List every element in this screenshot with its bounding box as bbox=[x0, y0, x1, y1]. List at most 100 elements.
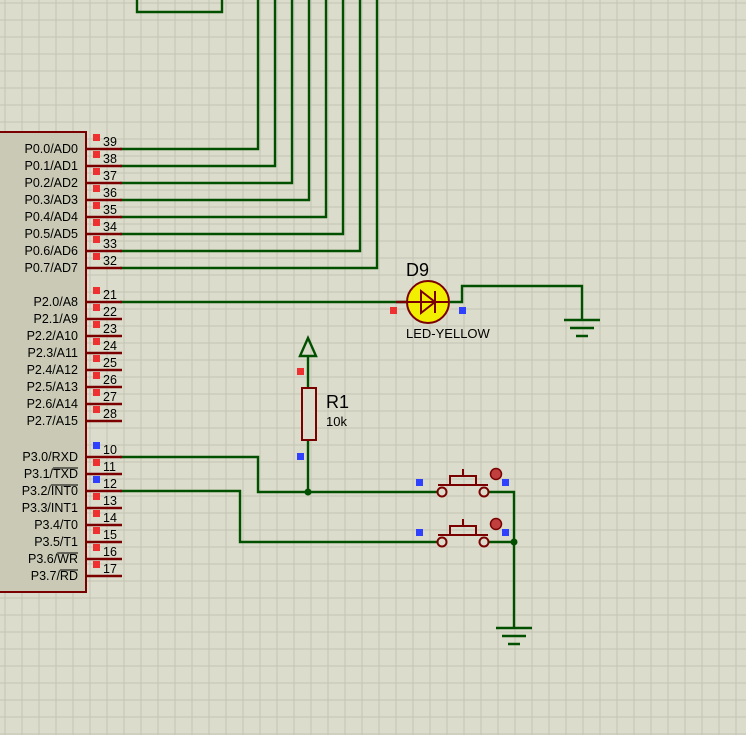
mcu-pin-label: P2.5/A13 bbox=[27, 380, 78, 394]
led-pin-marker-left bbox=[390, 307, 397, 314]
mcu-pin-marker bbox=[93, 493, 100, 500]
mcu-pin-marker bbox=[93, 168, 100, 175]
ground-symbol-led[interactable] bbox=[564, 318, 600, 338]
power-terminal[interactable] bbox=[298, 335, 318, 358]
mcu-pin-number: 21 bbox=[103, 288, 117, 302]
wire-p07[interactable] bbox=[120, 0, 379, 270]
mcu-pin-number: 32 bbox=[103, 254, 117, 268]
mcu-pin-marker bbox=[93, 287, 100, 294]
mcu-pin-marker bbox=[93, 442, 100, 449]
mcu-pin-number: 11 bbox=[103, 460, 116, 474]
button-2-marker-left bbox=[416, 529, 423, 536]
wire-p01[interactable] bbox=[120, 0, 277, 168]
mcu-pin-label: P2.6/A14 bbox=[27, 397, 78, 411]
wire-p03[interactable] bbox=[120, 0, 311, 202]
mcu-pin-label: P3.3/INT1 bbox=[22, 501, 78, 515]
junction-gnd bbox=[510, 538, 518, 546]
resistor-ref: R1 bbox=[326, 392, 349, 412]
mcu-pin-number: 27 bbox=[103, 390, 117, 404]
mcu-pin-marker bbox=[93, 202, 100, 209]
mcu-pin-label: P0.4/AD4 bbox=[24, 210, 78, 224]
junction-r1 bbox=[304, 488, 312, 496]
mcu-pin-label: P2.4/A12 bbox=[27, 363, 78, 377]
mcu-pin-label: P3.4/T0 bbox=[34, 518, 78, 532]
ground-icon bbox=[564, 318, 600, 338]
mcu-pin-label: P0.0/AD0 bbox=[24, 142, 78, 156]
button-1-marker-right bbox=[502, 479, 509, 486]
wire-p05[interactable] bbox=[120, 0, 345, 236]
mcu-pin-label: P2.7/A15 bbox=[27, 414, 78, 428]
wire-sw-gnd[interactable] bbox=[489, 490, 516, 628]
mcu-pin-number: 10 bbox=[103, 443, 117, 457]
mcu-pin-label: P0.2/AD2 bbox=[24, 176, 78, 190]
button-2-actuator[interactable] bbox=[438, 519, 488, 536]
mcu-pin-marker bbox=[93, 527, 100, 534]
mcu-pin-number: 25 bbox=[103, 356, 117, 370]
resistor-pin-marker-bottom bbox=[297, 453, 304, 460]
led-value: LED-YELLOW bbox=[406, 326, 491, 341]
button-2-state-icon[interactable] bbox=[489, 517, 503, 531]
mcu-pin-number: 17 bbox=[103, 562, 117, 576]
mcu-pins: 39P0.0/AD038P0.1/AD137P0.2/AD236P0.3/AD3… bbox=[22, 134, 122, 583]
wire-led-gnd[interactable] bbox=[450, 284, 584, 320]
button-2-contact-right bbox=[478, 536, 490, 548]
mcu-pin-marker bbox=[93, 304, 100, 311]
led-d9[interactable]: D9 LED-YELLOW bbox=[390, 260, 491, 341]
wires bbox=[120, 0, 584, 628]
led-ref: D9 bbox=[406, 260, 429, 280]
mcu-pin-number: 33 bbox=[103, 237, 117, 251]
mcu-pin-marker bbox=[93, 389, 100, 396]
button-2-marker-right bbox=[502, 529, 509, 536]
wire-p02[interactable] bbox=[120, 0, 294, 185]
push-button-1[interactable] bbox=[416, 467, 509, 498]
wire-p30[interactable] bbox=[120, 455, 437, 494]
mcu-pin-label: P0.5/AD5 bbox=[24, 227, 78, 241]
mcu-pin-number: 34 bbox=[103, 220, 117, 234]
mcu-pin-number: 39 bbox=[103, 135, 117, 149]
mcu-pin-marker bbox=[93, 321, 100, 328]
mcu-pin-label: P3.6/WR bbox=[28, 552, 78, 566]
mcu-pin-marker bbox=[93, 338, 100, 345]
mcu-pin-label: P3.7/RD bbox=[31, 569, 78, 583]
wire-p04[interactable] bbox=[120, 0, 328, 219]
mcu-pin-label: P2.0/A8 bbox=[34, 295, 79, 309]
power-arrow-icon bbox=[298, 335, 318, 358]
button-1-state-icon[interactable] bbox=[489, 467, 503, 481]
mcu-pin-number: 13 bbox=[103, 494, 117, 508]
button-1-actuator[interactable] bbox=[438, 469, 488, 486]
mcu-pin-label: P0.3/AD3 bbox=[24, 193, 78, 207]
button-1-contact-left bbox=[436, 486, 448, 498]
mcu-pin-marker bbox=[93, 355, 100, 362]
mcu-pin-marker bbox=[93, 510, 100, 517]
resistor-value: 10k bbox=[326, 414, 347, 429]
mcu-pin-marker bbox=[93, 561, 100, 568]
ground-symbol-switches[interactable] bbox=[496, 626, 532, 646]
microcontroller[interactable]: 39P0.0/AD038P0.1/AD137P0.2/AD236P0.3/AD3… bbox=[0, 131, 122, 593]
button-2-contact-left bbox=[436, 536, 448, 548]
wire-p00[interactable] bbox=[120, 0, 260, 151]
mcu-pin-label: P3.5/T1 bbox=[34, 535, 78, 549]
mcu-pin-number: 22 bbox=[103, 305, 117, 319]
mcu-pin-marker bbox=[93, 406, 100, 413]
mcu-pin-marker bbox=[93, 219, 100, 226]
resistor-r1[interactable]: R1 10k bbox=[297, 368, 349, 460]
mcu-pin-marker bbox=[93, 236, 100, 243]
mcu-pin-label: P3.1/TXD bbox=[24, 467, 78, 481]
resistor-body[interactable] bbox=[301, 387, 317, 441]
push-button-2[interactable] bbox=[416, 517, 509, 548]
mcu-pin-number: 26 bbox=[103, 373, 117, 387]
mcu-pin-label: P2.2/A10 bbox=[27, 329, 78, 343]
mcu-pin-marker bbox=[93, 459, 100, 466]
mcu-pin-number: 37 bbox=[103, 169, 117, 183]
button-1-marker-left bbox=[416, 479, 423, 486]
mcu-pin-number: 36 bbox=[103, 186, 117, 200]
mcu-body[interactable] bbox=[0, 131, 87, 593]
mcu-pin-marker bbox=[93, 151, 100, 158]
wire-p06[interactable] bbox=[120, 0, 362, 253]
wire-p32[interactable] bbox=[120, 489, 437, 544]
mcu-pin-marker bbox=[93, 253, 100, 260]
mcu-pin-number: 38 bbox=[103, 152, 117, 166]
wire-top-box[interactable] bbox=[135, 0, 224, 14]
